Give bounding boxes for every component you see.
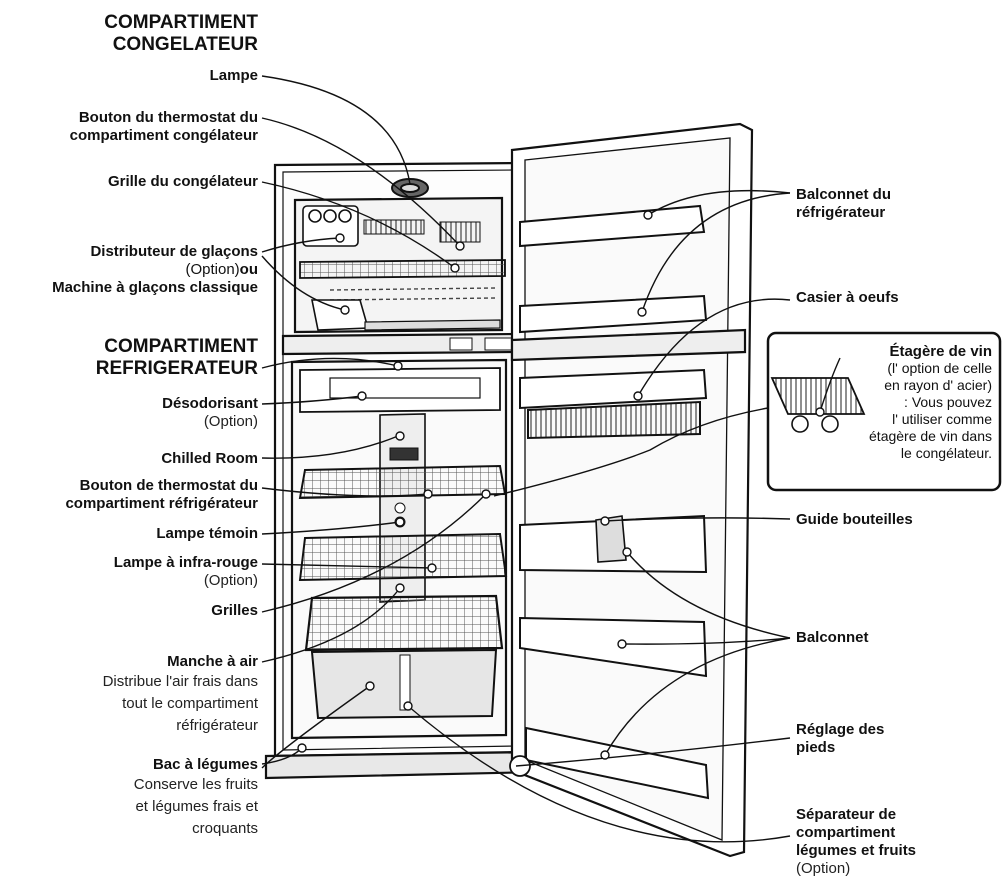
guide-text: Guide bouteilles	[796, 511, 913, 528]
inset-line3: : Vous pouvez	[904, 394, 992, 410]
balconnet-ref-line2: réfrigérateur	[796, 204, 886, 221]
thermo-freezer-line1: Bouton du thermostat du	[78, 109, 258, 126]
door-bin-freezer-1	[519, 204, 706, 248]
bac-line2: Conserve les fruits	[133, 776, 258, 793]
label-bottle-guide: Guide bouteilles	[796, 511, 913, 529]
label-pilot-lamp: Lampe témoin	[156, 525, 258, 543]
lampe-text: Lampe	[209, 67, 258, 84]
label-lampe: Lampe	[210, 67, 258, 85]
label-fridge-door-bin: Balconnet du réfrigérateur	[796, 186, 891, 222]
label-deodorizer: Désodorisant (Option)	[162, 395, 258, 431]
wine-rack-shape	[770, 377, 866, 415]
freezer-heading-line1: COMPARTIMENT	[104, 12, 258, 33]
manche-line4: réfrigérateur	[176, 717, 258, 734]
manche-title: Manche à air	[167, 653, 258, 670]
fridge-heading-line2: REFRIGERATEUR	[95, 358, 258, 379]
inset-line6: le congélateur.	[900, 445, 992, 461]
thermo-fridge-line2: compartiment réfrigérateur	[65, 495, 258, 512]
inset-line4: l' utiliser comme	[892, 411, 992, 427]
label-door-bin: Balconnet	[796, 629, 869, 647]
grilles-text: Grilles	[211, 602, 258, 619]
crisper-lid	[304, 594, 504, 652]
inset-line5: étagère de vin dans	[869, 428, 992, 444]
infra-option: (Option)	[203, 572, 258, 589]
label-egg-tray: Casier à oeufs	[796, 289, 899, 307]
deodorizer-box	[299, 367, 501, 413]
label-freezer-grill: Grille du congélateur	[108, 173, 258, 191]
fridge-heading: COMPARTIMENT REFRIGERATEUR	[60, 336, 258, 380]
separ-line3: légumes et fruits	[796, 842, 917, 859]
desodo-option: (Option)	[203, 413, 258, 430]
label-shelves: Grilles	[211, 602, 258, 620]
distrib-line3: Machine à glaçons classique	[52, 279, 258, 296]
wine-rack-text: Étagère de vin (l' option de celle en ra…	[869, 343, 992, 462]
infra-text: Lampe à infra-rouge	[113, 554, 258, 571]
freezer-heading: COMPARTIMENT CONGELATEUR	[86, 12, 258, 56]
compartment-divider	[281, 332, 517, 356]
freezer-grill-shape	[299, 259, 506, 279]
lampe-temoin-text: Lampe témoin	[156, 525, 258, 542]
inset-line1: (l' option de celle	[887, 360, 992, 376]
label-air-duct: Manche à air Distribue l'air frais dans …	[103, 653, 258, 737]
label-freezer-thermostat: Bouton du thermostat du compartiment con…	[70, 109, 258, 145]
leader-lines	[261, 75, 841, 843]
bac-title: Bac à légumes	[152, 756, 258, 773]
inset-line2: en rayon d' acier)	[884, 377, 992, 393]
thermo-fridge-line1: Bouton de thermostat du	[79, 477, 258, 494]
wine-rack-inset	[766, 331, 1002, 492]
wire-shelf-1	[298, 464, 507, 500]
separ-option: (Option)	[796, 860, 851, 877]
manche-line3: tout le compartiment	[122, 695, 258, 712]
balconnet-ref-line1: Balconnet du	[796, 186, 892, 203]
label-crisper: Bac à légumes Conserve les fruits et lég…	[134, 756, 258, 840]
label-crisper-separator: Séparateur de compartiment légumes et fr…	[796, 806, 916, 878]
casier-text: Casier à oeufs	[796, 289, 899, 306]
egg-tray	[527, 400, 701, 440]
reglage-line2: pieds	[796, 739, 836, 756]
ice-tray-shape	[311, 299, 370, 331]
distrib-option: (Option)	[185, 261, 240, 278]
door-bin-lower	[519, 616, 708, 678]
bac-line4: croquants	[192, 820, 258, 837]
separ-line2: compartiment	[796, 824, 896, 841]
door-bin-bottom	[525, 726, 710, 800]
base	[264, 750, 542, 780]
door-bin-fridge-top	[519, 368, 708, 410]
label-foot-adjust: Réglage des pieds	[796, 721, 884, 757]
balconnet-text: Balconnet	[796, 629, 869, 646]
crisper-separator-shape	[399, 654, 411, 711]
separ-line1: Séparateur de	[796, 806, 897, 823]
freezer-heading-line2: CONGELATEUR	[112, 34, 258, 55]
label-chilled-room: Chilled Room	[161, 450, 258, 468]
freezer-vent	[363, 219, 425, 235]
distrib-ou: ou	[239, 261, 258, 278]
inset-title: Étagère de vin	[889, 343, 992, 360]
distrib-line1: Distributeur de glaçons	[90, 243, 258, 260]
chilled-text: Chilled Room	[161, 450, 258, 467]
fridge-heading-line1: COMPARTIMENT	[104, 336, 258, 357]
label-ice-dispenser: Distributeur de glaçons (Option)ou Machi…	[52, 243, 258, 297]
ice-maker-shape	[302, 205, 359, 247]
reglage-line1: Réglage des	[796, 721, 885, 738]
bac-line3: et légumes frais et	[135, 798, 258, 815]
grille-congel-text: Grille du congélateur	[107, 173, 258, 190]
thermo-freezer-line2: compartiment congélateur	[69, 127, 258, 144]
label-fridge-thermostat: Bouton de thermostat du compartiment réf…	[65, 477, 258, 513]
desodo-text: Désodorisant	[162, 395, 258, 412]
manche-line2: Distribue l'air frais dans	[102, 673, 258, 690]
label-infrared-lamp: Lampe à infra-rouge (Option)	[114, 554, 258, 590]
bottle-guide-shape	[595, 515, 627, 563]
